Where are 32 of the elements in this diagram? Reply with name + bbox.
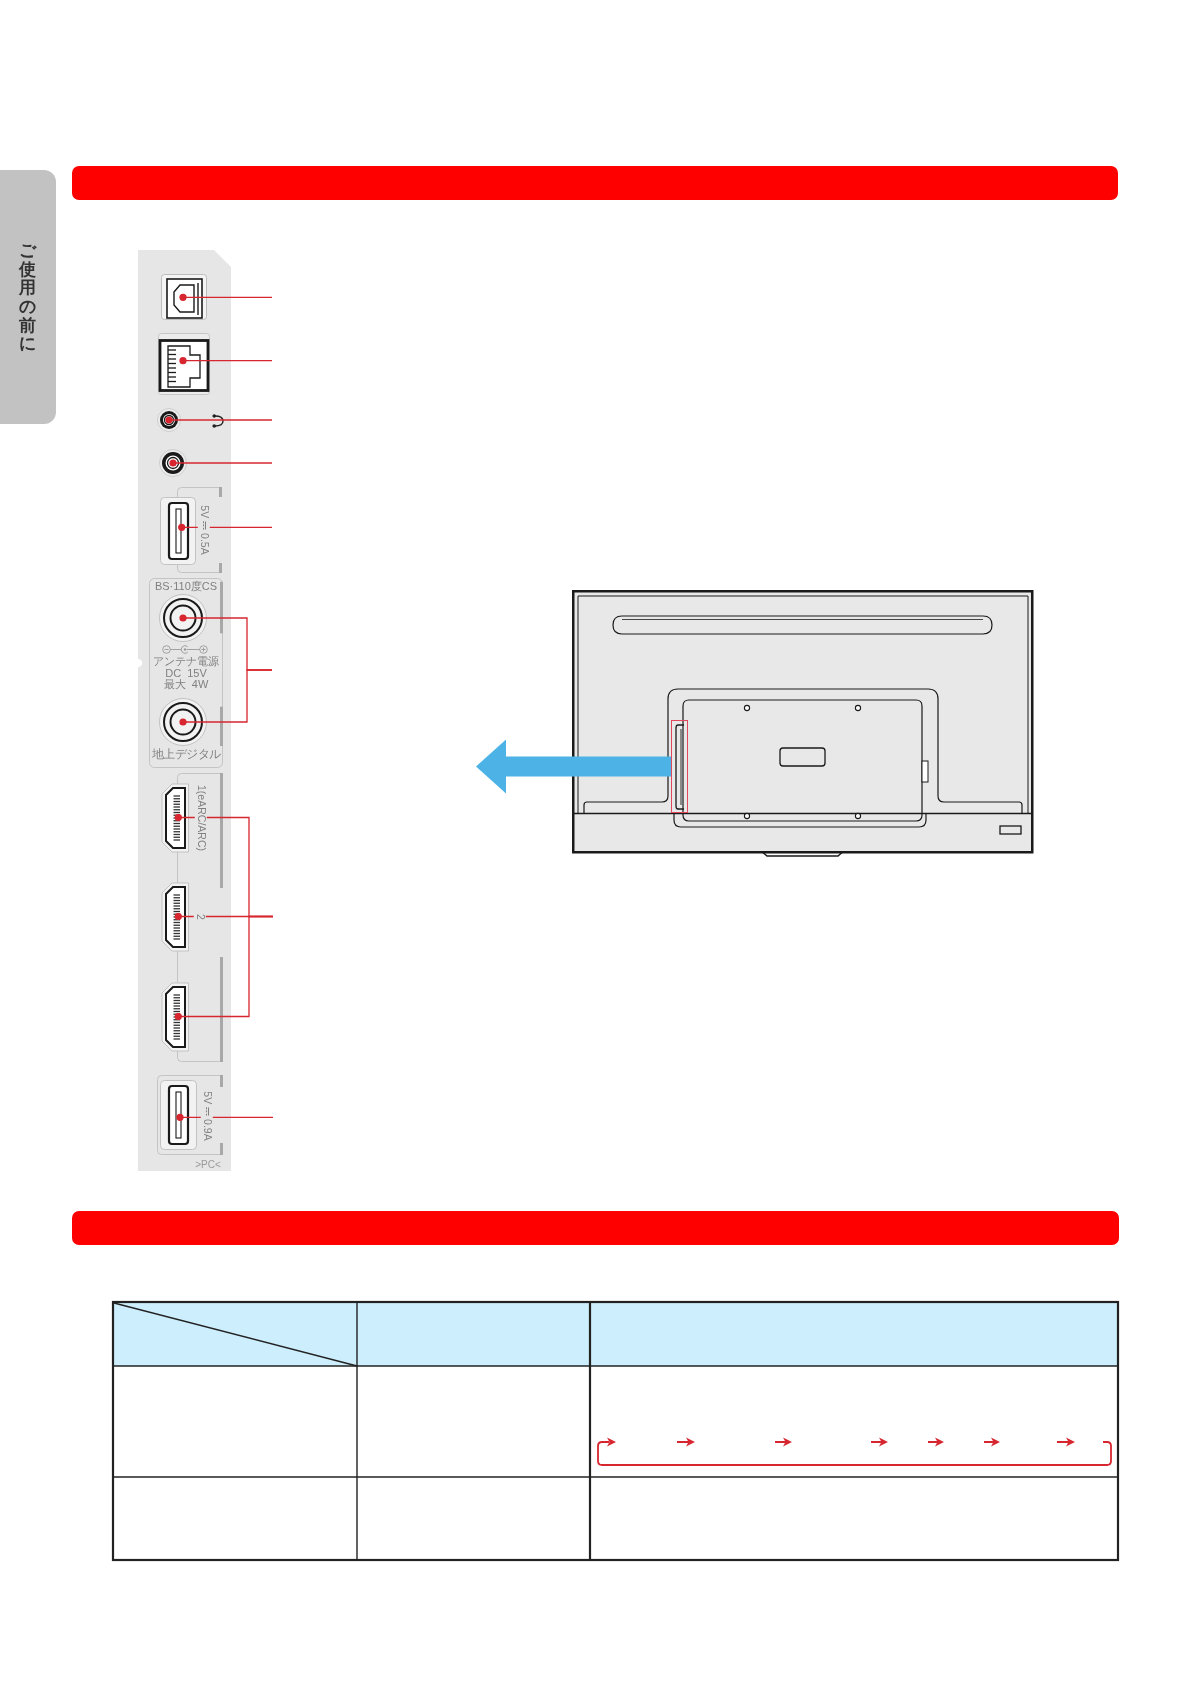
leader-line [178, 523, 273, 531]
arrow [476, 739, 671, 794]
heading-bar [72, 166, 1118, 200]
antenna-connector [159, 698, 207, 746]
port-number-label: 2 [194, 912, 206, 921]
material-mark: >PC< [195, 1158, 221, 1170]
highlight-frame [671, 720, 688, 813]
port-number-label: 1(eARC/ARC) [195, 783, 207, 852]
leader-line [176, 1113, 274, 1121]
antenna-power-note: アンテナ電源 DC 15V 最大 4W [152, 655, 220, 691]
antenna-terminal-box [149, 578, 223, 768]
port-label: BS·110度CS [154, 579, 218, 593]
port-label: 地上デジタル [151, 747, 221, 762]
leader-line [165, 416, 273, 424]
tv-rear-drawing [572, 589, 1034, 857]
leader-line [179, 669, 273, 726]
audio-jack [159, 449, 187, 477]
tab-label: ご使用の前に [18, 242, 36, 355]
headphone-jack [157, 408, 181, 432]
rating-label: 5V ⎓ 0.5A [198, 504, 211, 556]
lan-port [158, 333, 210, 395]
leader-line [174, 915, 274, 1021]
leader-line [179, 293, 273, 301]
hdmi-port [161, 982, 189, 1052]
rating-label: 5V ⎓ 0.9A [200, 1090, 213, 1142]
antenna-connector [159, 594, 207, 642]
connector-panel [138, 250, 231, 1171]
optical-audio-port [161, 274, 207, 320]
leader-line [179, 357, 273, 365]
side-tab [0, 170, 56, 424]
heading-bar [72, 1211, 1119, 1245]
leader-line [169, 459, 273, 467]
